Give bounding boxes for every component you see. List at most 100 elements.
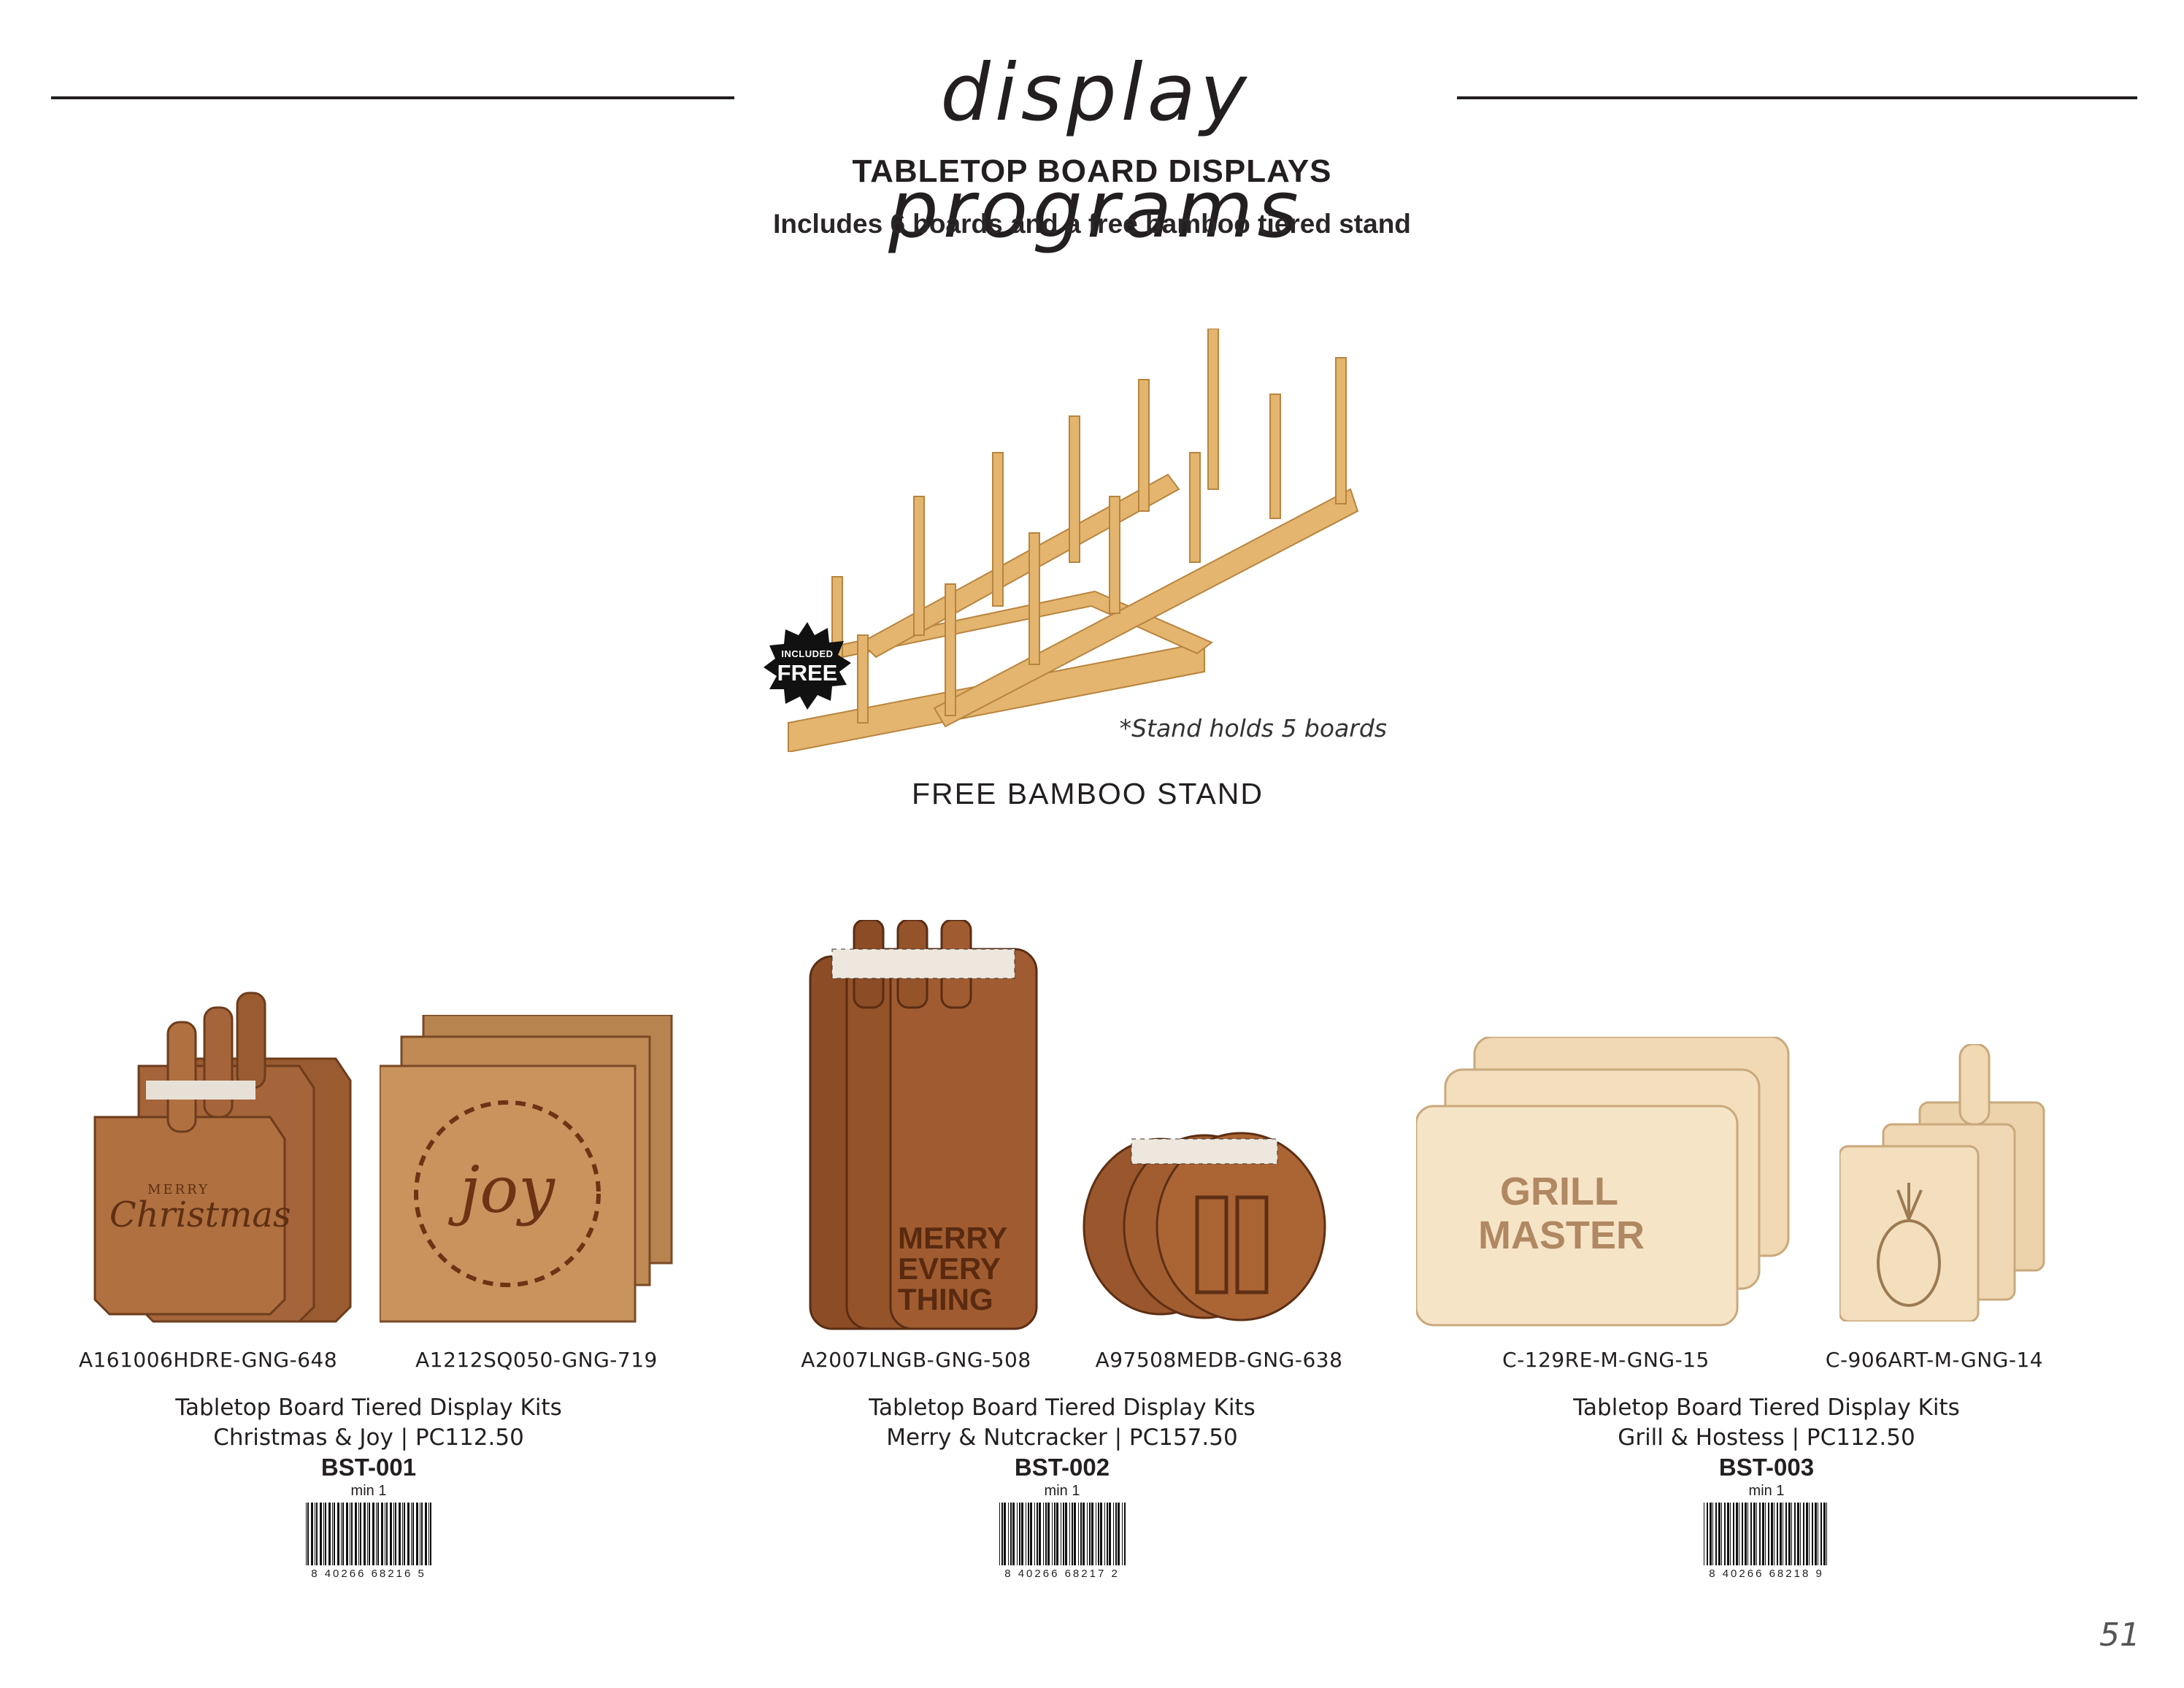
grill-master-boards-image: GRILL MASTER xyxy=(1416,1037,1790,1327)
barcode-bar xyxy=(342,1503,344,1565)
barcode-bar xyxy=(411,1503,412,1565)
barcode-bar xyxy=(355,1503,357,1565)
barcode-bar xyxy=(1812,1503,1813,1565)
christmas-paddle-boards-image: MERRY Christmas xyxy=(93,991,352,1323)
barcode-icon xyxy=(306,1503,431,1565)
barcode-bar xyxy=(1124,1503,1126,1565)
barcode-bar xyxy=(404,1503,405,1565)
engraving-joy: joy xyxy=(447,1152,555,1227)
barcode-bar xyxy=(325,1503,326,1565)
barcode-bar xyxy=(999,1503,1000,1565)
barcode-bar xyxy=(1794,1503,1796,1565)
barcode-bar xyxy=(376,1503,377,1565)
bamboo-stand-image xyxy=(788,329,1359,752)
barcode-bar xyxy=(407,1503,410,1565)
barcode-bar xyxy=(1107,1503,1108,1565)
barcode-bar xyxy=(1087,1503,1088,1565)
kit-title: Tabletop Board Tiered Display Kits xyxy=(1573,1394,1960,1421)
free-badge-small-text: INCLUDED xyxy=(781,648,834,659)
barcode-bar xyxy=(1730,1503,1731,1565)
barcode-bar xyxy=(399,1503,401,1565)
barcode-bar xyxy=(1742,1503,1743,1565)
engraving-merry: MERRY xyxy=(898,1221,1007,1255)
barcode-bar xyxy=(1736,1503,1738,1565)
section-subtitle: Includes 6 boards and a free bamboo tier… xyxy=(773,209,1411,239)
engraving-every: EVERY xyxy=(898,1251,1001,1286)
barcode-bar xyxy=(386,1503,388,1565)
barcode-bar xyxy=(1056,1503,1058,1565)
barcode-bar xyxy=(1115,1503,1117,1565)
barcode-bar xyxy=(360,1503,361,1565)
header-rule-left xyxy=(51,96,734,99)
barcode-bar xyxy=(1028,1503,1029,1565)
barcode-bar xyxy=(1800,1503,1801,1565)
barcode-bar xyxy=(1815,1503,1817,1565)
barcode-bar xyxy=(1012,1503,1015,1565)
barcode-bar xyxy=(1780,1503,1782,1565)
barcode-bar xyxy=(1712,1503,1713,1565)
barcode-bar xyxy=(1047,1503,1050,1565)
barcode-bar xyxy=(1797,1503,1799,1565)
barcode-bar xyxy=(1091,1503,1093,1565)
barcode-bar xyxy=(1072,1503,1073,1565)
barcode-bar xyxy=(395,1503,396,1565)
barcode-bar xyxy=(402,1503,403,1565)
sku-label: A1212SQ050-GNG-719 xyxy=(415,1348,658,1372)
barcode-bar xyxy=(1820,1503,1822,1565)
merry-everything-long-boards-image: MERRY EVERY THING xyxy=(809,920,1038,1330)
engraving-grill: GRILL xyxy=(1500,1170,1618,1213)
header-rule-right xyxy=(1457,96,2137,99)
engraving-christmas: Christmas xyxy=(109,1194,291,1235)
barcode-bar xyxy=(367,1503,368,1565)
barcode-bar xyxy=(1777,1503,1778,1565)
barcode-bar xyxy=(358,1503,359,1565)
barcode-bar xyxy=(1788,1503,1791,1565)
barcode-bar xyxy=(1753,1503,1756,1565)
barcode-bar xyxy=(346,1503,348,1565)
barcode-bar xyxy=(1759,1503,1761,1565)
barcode-bar xyxy=(316,1503,318,1565)
barcode-bar xyxy=(393,1503,394,1565)
barcode-bar xyxy=(341,1503,342,1565)
kit-min: min 1 xyxy=(1748,1483,1785,1499)
barcode-bar xyxy=(1791,1503,1792,1565)
barcode-bar xyxy=(1721,1503,1722,1565)
barcode-bar xyxy=(364,1503,366,1565)
barcode-bar xyxy=(307,1503,309,1565)
barcode-bar xyxy=(1030,1503,1032,1565)
kit-title: Tabletop Board Tiered Display Kits xyxy=(869,1394,1256,1421)
kit-description-1: Tabletop Board Tiered Display Kits Chris… xyxy=(91,1393,646,1583)
barcode-bar xyxy=(1054,1503,1056,1565)
barcode-bar xyxy=(328,1503,331,1565)
barcode-bar xyxy=(1710,1503,1712,1565)
section-title: TABLETOP BOARD DISPLAYS xyxy=(852,153,1332,189)
barcode-bar xyxy=(1043,1503,1044,1565)
barcode-bar xyxy=(311,1503,313,1565)
joy-square-boards-image: joy xyxy=(380,1015,673,1323)
barcode-bar xyxy=(1745,1503,1747,1565)
barcode-icon xyxy=(1704,1503,1827,1565)
barcode-bar xyxy=(416,1503,418,1565)
stand-note: *Stand holds 5 boards xyxy=(1119,714,1387,743)
barcode-bar xyxy=(1001,1503,1003,1565)
barcode-number: 8 40266 68216 5 xyxy=(311,1568,426,1580)
kit-description-3: Tabletop Board Tiered Display Kits Grill… xyxy=(1489,1393,2044,1583)
kit-price: Christmas & Joy | PC112.50 xyxy=(213,1424,524,1451)
barcode-bar xyxy=(1008,1503,1009,1565)
barcode-bar xyxy=(1715,1503,1717,1565)
barcode-bar xyxy=(334,1503,335,1565)
page-title: display programs xyxy=(888,47,1303,256)
barcode-bar xyxy=(1707,1503,1708,1565)
pineapple-paddle-boards-image xyxy=(1839,1044,2045,1321)
barcode-bar xyxy=(1019,1503,1020,1565)
kit-min: min 1 xyxy=(1044,1483,1080,1499)
barcode-bar xyxy=(1063,1503,1064,1565)
barcode-bar xyxy=(1765,1503,1766,1565)
barcode-bar xyxy=(323,1503,324,1565)
barcode-bar xyxy=(1756,1503,1757,1565)
sku-label: C-129RE-M-GNG-15 xyxy=(1502,1348,1710,1372)
barcode-bar xyxy=(1074,1503,1076,1565)
barcode-bar xyxy=(425,1503,427,1565)
barcode-bar xyxy=(1010,1503,1012,1565)
barcode-bar xyxy=(390,1503,392,1565)
